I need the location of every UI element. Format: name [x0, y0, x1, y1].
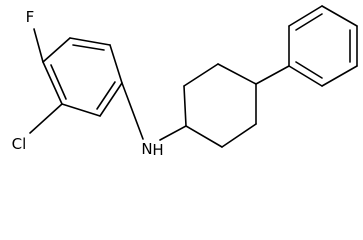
double-bond-inner	[295, 61, 323, 79]
bond-c-f	[33, 28, 44, 63]
double-bond-inner	[50, 64, 67, 100]
chlorofluorophenyl-ring	[42, 37, 123, 117]
amine-nitrogen-label: N	[141, 140, 152, 158]
bond-c-n	[121, 82, 144, 140]
bond	[321, 5, 358, 27]
double-bond-inner	[295, 13, 323, 31]
bond	[42, 61, 63, 105]
amine-hydrogen-label: H	[152, 141, 163, 159]
bond	[183, 85, 187, 127]
phenyl-ring	[288, 5, 358, 87]
bond	[321, 65, 358, 87]
bond	[183, 63, 219, 87]
bond	[42, 37, 71, 63]
bond	[288, 5, 323, 27]
bond	[99, 82, 123, 117]
double-bond-inner	[96, 81, 116, 110]
bond-n-c	[159, 125, 187, 141]
cyclohexane-ring	[183, 63, 257, 148]
bond	[109, 44, 123, 84]
bond	[221, 123, 257, 148]
bond	[217, 63, 257, 85]
bond	[69, 37, 111, 46]
bond	[185, 125, 223, 148]
chlorine-label: Cl	[12, 135, 27, 153]
bond	[288, 65, 323, 87]
bond-c-cl	[29, 103, 63, 134]
bond	[61, 103, 101, 117]
bond-c-phenyl	[255, 65, 290, 85]
double-bond-inner	[72, 44, 105, 51]
fluorine-label: F	[26, 8, 35, 26]
structure-diagram: F Cl N H	[12, 5, 358, 159]
